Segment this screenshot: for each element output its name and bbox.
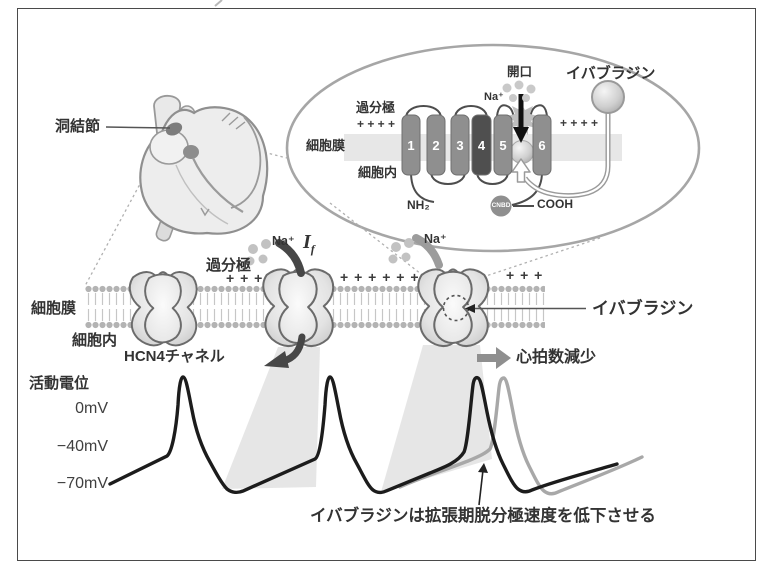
atrium-lobe [149,129,189,165]
figure-frame [17,8,756,561]
av-node [183,145,199,159]
svg-text:3: 3 [456,138,463,153]
plus-marks-a: + + + [226,270,264,286]
cooh-label: COOH [537,197,573,211]
svg-text:5: 5 [499,138,506,153]
inset-channel-diagram: 1 2 3 4 5 6 [344,80,625,217]
heart-rate-arrow [477,347,511,369]
na-entry-arrow-head [513,127,529,143]
svg-text:4: 4 [478,138,486,153]
trace-ivabradine [398,376,644,496]
ivabradine-pointer-head [465,304,475,313]
sa-node-pointer-line [105,126,171,129]
sa-node-label: 洞結節 [55,118,101,135]
inset-membrane-label: 細胞膜 [306,138,346,153]
ivabradine-ball [591,80,625,114]
apex-mark [200,207,210,217]
hcn4-channel-label: HCN4チャネル [124,348,225,365]
channel-loops [405,104,548,206]
svg-text:1: 1 [407,138,414,153]
cnbd-label: CNBD [491,202,511,209]
ivabradine-entry-arrow [511,158,531,183]
top-artifact-mark [214,0,223,7]
intracellular-label: 細胞内 [72,332,118,349]
segment-numbers: 1 2 3 4 5 6 [407,138,545,153]
na-ions-left [245,239,271,266]
annotation-arrow-shaft [478,469,484,506]
ivabradine-label: イバブラジン [592,299,694,318]
svg-text:6: 6 [538,138,545,153]
inset-na-label: Na⁺ [484,91,504,103]
inset-plus-left: + + + + [357,117,396,131]
conduction-path [191,157,244,213]
na-right-label: Na⁺ [424,232,447,246]
annotation-text: イバブラジンは拡張期脱分極速度を低下させる [310,507,656,525]
hcn4-channel-open [262,268,335,348]
trace-control [108,375,619,495]
right-atrium-groove [230,116,262,209]
na-ions-right [388,238,414,264]
inset-ivabradine-label: イバブラジン [566,65,656,82]
ivabradine-tail-inner [524,113,610,197]
heart-illustration [105,94,269,242]
plus-marks-b: + + + + + + [340,269,420,285]
cnbd-domain [490,195,512,217]
if-current-sub: f [310,242,315,256]
membrane-view [85,234,586,492]
membrane-label: 細胞膜 [31,300,77,317]
na-blocked-arrow [412,234,443,269]
annotation-arrow-head [478,463,488,473]
vessel-branches [221,112,246,130]
action-potential-plot [108,375,644,506]
opening-label: 開口 [507,65,533,79]
hcn4-channel-blocked [417,268,490,348]
inset-intracellular-label: 細胞内 [358,165,398,180]
if-inflow-arrow [275,239,305,277]
hyperpolarization-label: 過分極 [206,257,252,274]
heart-rate-decrease-label: 心拍数減少 [516,349,597,366]
axis-minus40mv: −40mV [56,438,108,455]
hcn4-channel-closed [128,271,198,347]
inset-plus-right: + + + + [560,116,599,130]
action-potential-title: 活動電位 [29,375,90,392]
axis-minus70mv: −70mV [56,475,108,492]
if-current-i: I [303,231,311,253]
inset-hyperpolarization-label: 過分極 [356,100,396,115]
channel-segments [401,114,552,176]
ventricle-groove [175,164,229,225]
plus-marks-c: + + + [506,267,544,283]
inset-na-ions [502,80,536,102]
beam-shapes [222,345,492,492]
nh2-label: NH₂ [407,198,430,212]
if-outflow-head [264,351,289,368]
axis-0mv: 0mV [75,400,108,417]
sa-node [165,122,183,136]
svg-text:2: 2 [432,138,439,153]
if-current-label: If [303,232,315,256]
na-left-label: Na⁺ [272,234,295,248]
